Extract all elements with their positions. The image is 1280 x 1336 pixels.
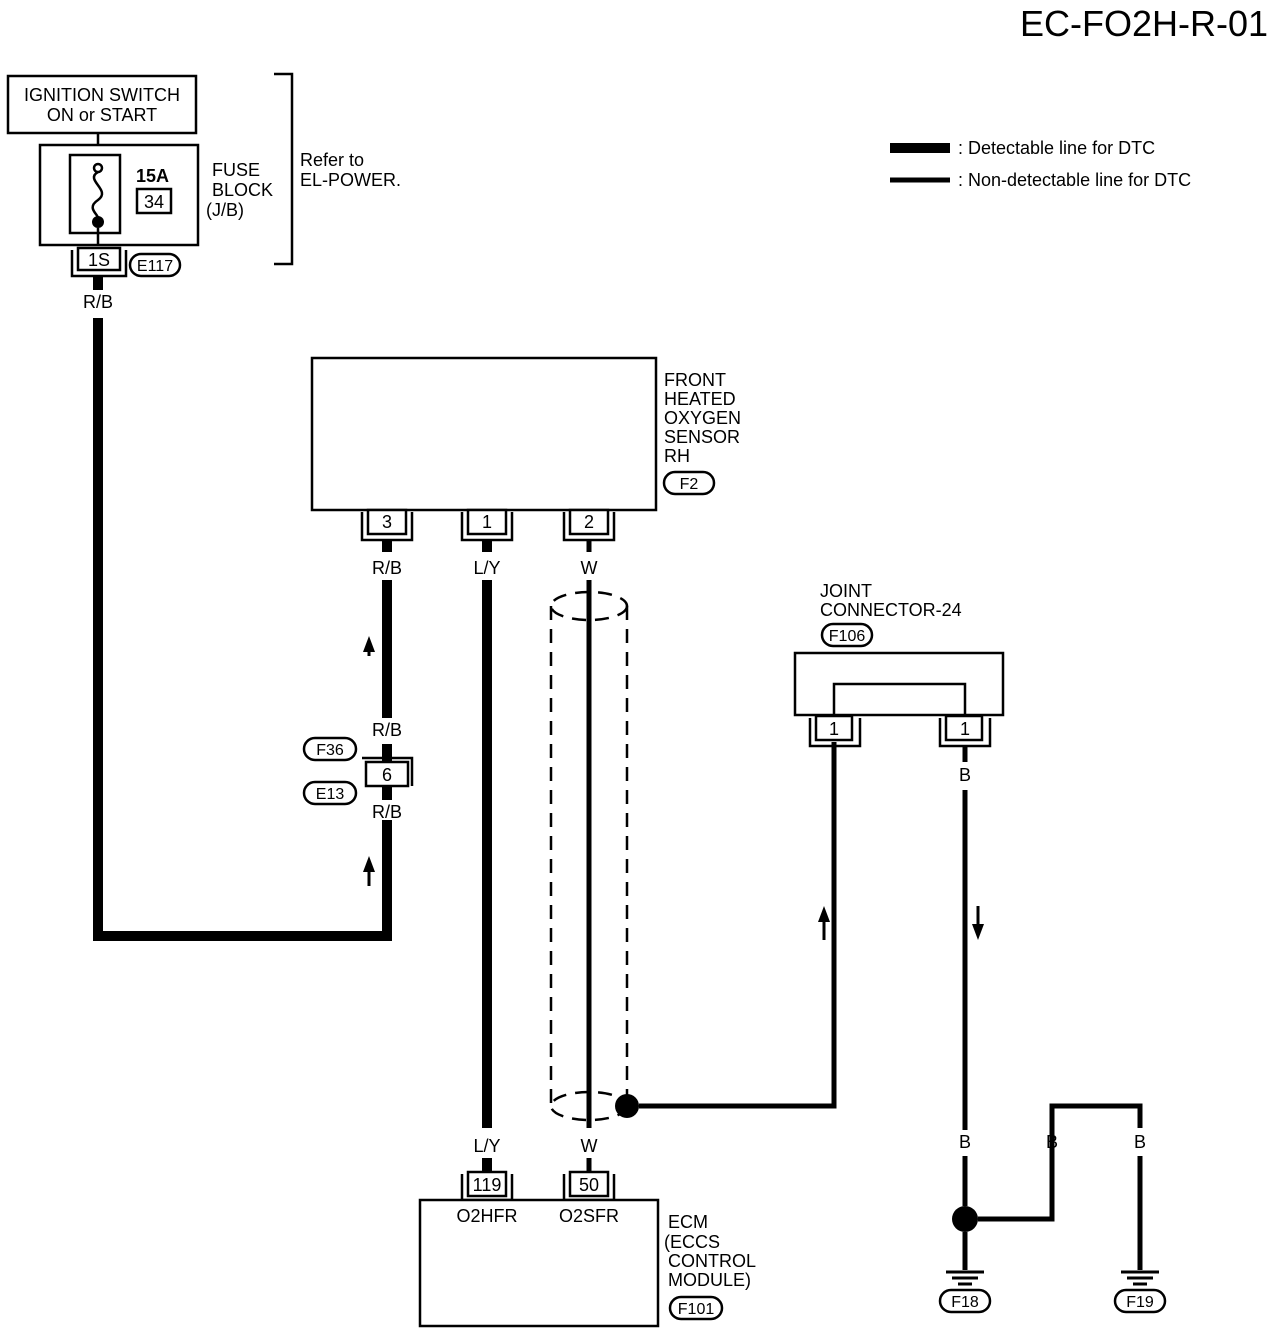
fuse-element-icon	[91, 170, 104, 219]
ground-icon: F18	[938, 1270, 992, 1314]
joint-line2: CONNECTOR-24	[820, 600, 962, 620]
sensor-line3: OXYGEN	[664, 408, 741, 428]
fuse-rating: 15A	[136, 166, 169, 186]
sensor-line5: RH	[664, 446, 690, 466]
connector-f101: F101	[678, 1301, 715, 1318]
joint-connector: JOINT CONNECTOR-24 F106 1 1	[793, 581, 1005, 748]
sensor-pin-1: 1	[482, 512, 492, 532]
wire-label-inline-top: R/B	[372, 720, 402, 740]
joint-line1: JOINT	[820, 581, 872, 601]
wire-label-fuse-out: R/B	[83, 292, 113, 312]
ecm: 119 50 O2HFR O2SFR ECM (ECCS CONTROL MOD…	[418, 1170, 756, 1328]
ecm-line4: MODULE)	[668, 1270, 751, 1290]
connector-e117: E117	[137, 258, 173, 275]
ecm-line3: CONTROL	[668, 1251, 756, 1271]
joint-pin-left: 1	[829, 719, 839, 739]
fuse-block: 15A 34 FUSE BLOCK (J/B)	[38, 143, 273, 247]
ignition-switch: IGNITION SWITCH ON or START	[6, 74, 198, 135]
ground-f18: F18	[951, 1294, 979, 1311]
fuse-terminal-top	[92, 162, 104, 174]
current-arrow-icon	[363, 636, 375, 652]
inline-connector: R/B 6 R/B F36 E13	[302, 720, 414, 822]
ground-icon: F19	[1113, 1270, 1167, 1314]
connector-f2: F2	[680, 476, 699, 493]
inline-pin-6: 6	[382, 765, 392, 785]
wire-rb-main	[93, 318, 392, 941]
wire-label-pin2: W	[581, 558, 598, 578]
ecm-pin-119: 119	[473, 1175, 502, 1195]
fuse-label-3: (J/B)	[206, 200, 244, 220]
sensor-line1: FRONT	[664, 370, 726, 390]
wire-label-inline-bottom: R/B	[372, 802, 402, 822]
wire-label-ecm-w: W	[581, 1136, 598, 1156]
wire-label-joint-right: B	[959, 765, 971, 785]
ecm-pin-119-name: O2HFR	[456, 1206, 517, 1226]
legend-detectable: : Detectable line for DTC	[958, 138, 1155, 158]
wire-label-ground-a: B	[1046, 1132, 1058, 1152]
refer-line2: EL-POWER.	[300, 170, 401, 190]
legend: : Detectable line for DTC : Non-detectab…	[890, 138, 1191, 190]
legend-non-detectable: : Non-detectable line for DTC	[958, 170, 1191, 190]
shield-splice	[615, 1094, 639, 1118]
sensor-pin-2: 2	[584, 512, 594, 532]
front-heated-oxygen-sensor: FRONT HEATED OXYGEN SENSOR RH F2 3 1 2	[310, 356, 741, 542]
ignition-line1: IGNITION SWITCH	[24, 85, 180, 105]
joint-pin-right: 1	[960, 719, 970, 739]
sensor-line4: SENSOR	[664, 427, 740, 447]
ecm-pin-50: 50	[579, 1175, 599, 1195]
ground-splice	[952, 1206, 978, 1232]
wire-label-ground-main: B	[959, 1132, 971, 1152]
wire-shield-ground	[639, 742, 837, 1109]
fuse-terminal-bottom	[92, 216, 104, 228]
wire-ground-branch	[978, 1103, 1143, 1222]
sensor-pin-3: 3	[382, 512, 392, 532]
current-arrow-icon	[818, 906, 830, 922]
wire-label-ecm-ly: L/Y	[473, 1136, 500, 1156]
wire-label-pin1: L/Y	[473, 558, 500, 578]
fuse-number: 34	[144, 192, 164, 212]
sensor-line2: HEATED	[664, 389, 736, 409]
wire-label-ground-b: B	[1134, 1132, 1146, 1152]
refer-bracket	[274, 72, 294, 266]
current-arrow-icon	[363, 856, 375, 872]
ecm-line2: (ECCS	[664, 1232, 720, 1252]
ecm-line1: ECM	[668, 1212, 708, 1232]
connector-e13: E13	[316, 786, 345, 803]
connector-f106: F106	[829, 628, 866, 645]
terminal-1s: 1S	[88, 250, 110, 270]
refer-line1: Refer to	[300, 150, 364, 170]
connector-f36: F36	[316, 742, 344, 759]
wire-label-pin3: R/B	[372, 558, 402, 578]
fuse-terminal-connector: 1S E117	[70, 246, 182, 278]
ignition-line2: ON or START	[47, 105, 157, 125]
ecm-pin-50-name: O2SFR	[559, 1206, 619, 1226]
fuse-label-2: BLOCK	[212, 180, 273, 200]
current-arrow-icon	[972, 924, 984, 940]
diagram-id: EC-FO2H-R-01	[1020, 3, 1268, 44]
ground-f19: F19	[1126, 1294, 1154, 1311]
fuse-label-1: FUSE	[212, 160, 260, 180]
